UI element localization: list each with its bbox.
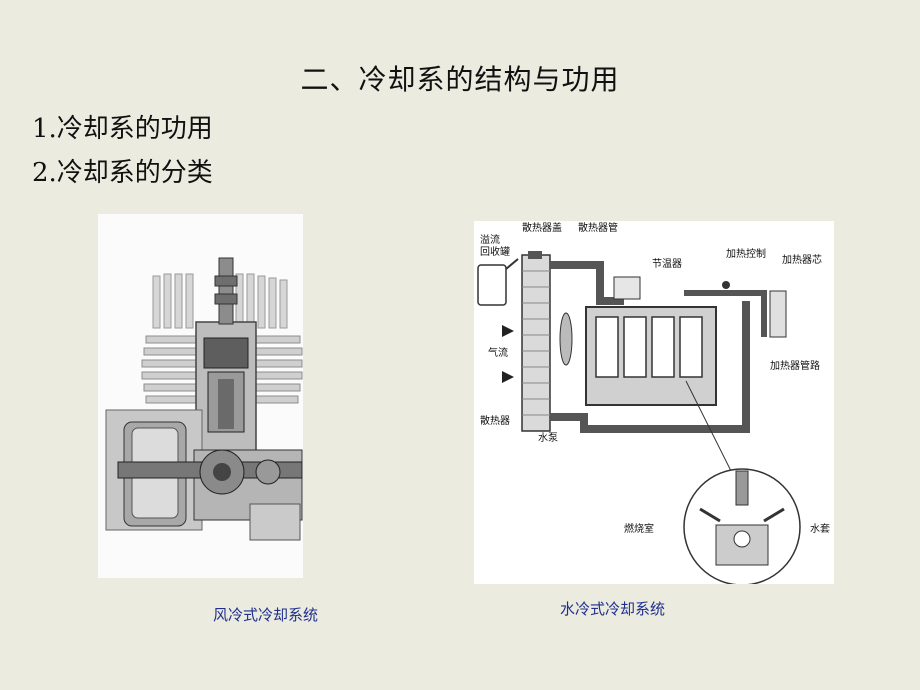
item-cooling-classification: 2.冷却系的分类 [32,158,213,188]
slide-title: 二、冷却系的结构与功用 [300,63,620,96]
label-thermostat: 节温器 [652,258,682,270]
air-cooled-engine-image [98,214,303,578]
label-water-pump: 水泵 [538,432,558,444]
label-water-jacket: 水套 [810,522,830,535]
caption-air-cooled: 风冷式冷却系统 [213,606,319,624]
caption-water-cooled: 水冷式冷却系统 [560,600,666,618]
label-airflow: 气流 [488,346,508,359]
label-radiator-hose: 散热器管 [578,221,618,234]
label-radiator: 散热器 [480,414,510,427]
item-cooling-function: 1.冷却系的功用 [32,114,213,144]
label-overflow-tank-1: 溢流 [480,233,500,246]
label-overflow-tank-2: 回收罐 [480,245,510,258]
label-combustion-chamber: 燃烧室 [624,522,654,535]
label-heater-control: 加热控制 [726,247,766,260]
label-heater-piping: 加热器管路 [770,359,820,372]
label-radiator-cap: 散热器盖 [522,221,562,234]
label-heater-core: 加热器芯 [782,253,822,266]
water-cooled-system-image: 溢流 回收罐 散热器盖 散热器管 节温器 加热控制 加热器芯 气流 加热器管路 … [474,221,834,586]
